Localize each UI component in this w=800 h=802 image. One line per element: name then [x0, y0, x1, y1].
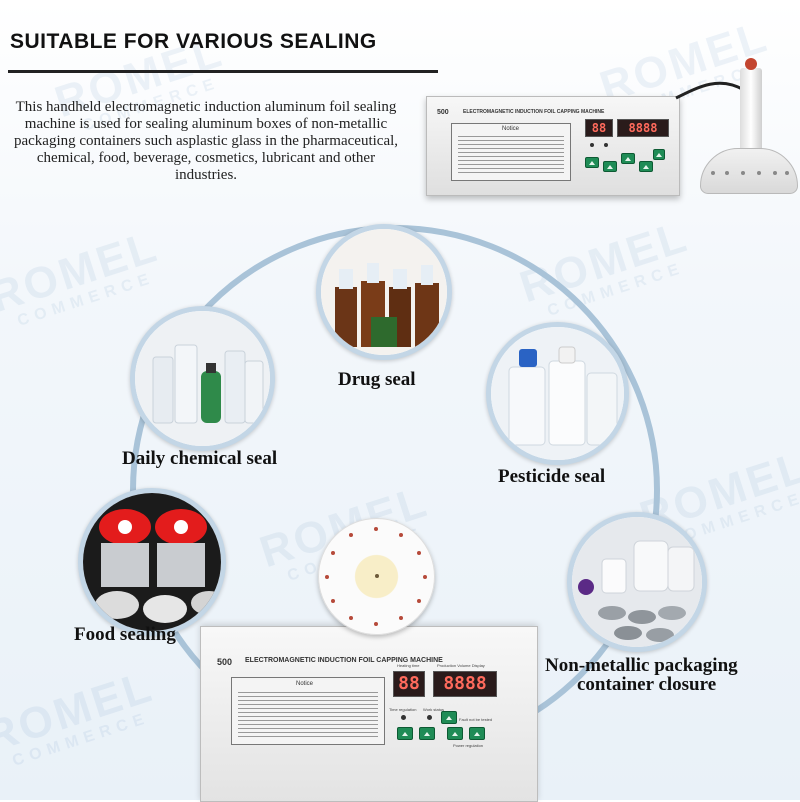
non-metallic-container-image [567, 512, 707, 652]
status-led [604, 143, 608, 147]
non-metallic-label-line2: container closure [577, 674, 717, 695]
machine-title: ELECTROMAGNETIC INDUCTION FOIL CAPPING M… [245, 657, 443, 664]
notice-title: Notice [296, 681, 314, 687]
description-text: This handheld electromagnetic induction … [13, 99, 399, 183]
time-down-button[interactable] [603, 161, 617, 172]
induction-head-handle [740, 68, 762, 158]
work-status-label: Work status [423, 707, 445, 712]
food-sealing-label: Food sealing [74, 624, 176, 645]
notice-panel: Notice [451, 123, 571, 181]
time-display: 88 [393, 671, 425, 697]
sealing-machine-bottom: 500 ELECTROMAGNETIC INDUCTION FOIL CAPPI… [200, 626, 538, 802]
notice-title: Notice [502, 126, 520, 132]
status-led [427, 715, 432, 720]
production-display-label: Production Volume Display [437, 663, 485, 668]
title-underline [8, 70, 438, 73]
power-regulation-label: Power regulation [453, 743, 484, 748]
power-up-button[interactable] [621, 153, 635, 164]
time-display: 88 [585, 119, 613, 137]
start-button[interactable] [653, 149, 665, 160]
power-up-button[interactable] [447, 727, 463, 740]
page-title: SUITABLE FOR VARIOUS SEALING [10, 30, 377, 53]
status-led [590, 143, 594, 147]
machine-title: ELECTROMAGNETIC INDUCTION FOIL CAPPING M… [463, 109, 605, 115]
power-down-button[interactable] [469, 727, 485, 740]
status-led [401, 715, 406, 720]
time-up-button[interactable] [397, 727, 413, 740]
machine-model: 500 [437, 109, 449, 116]
counter-display: 8888 [433, 671, 497, 697]
machine-model: 500 [217, 657, 233, 667]
drug-seal-label: Drug seal [338, 369, 416, 390]
induction-head-indicator [745, 58, 757, 70]
counter-display: 8888 [617, 119, 669, 137]
daily-chemical-image [130, 306, 275, 451]
fault-label: Fault not be tested [459, 717, 493, 722]
power-down-button[interactable] [639, 161, 653, 172]
start-button[interactable] [441, 711, 457, 724]
sealing-machine-top: 500 ELECTROMAGNETIC INDUCTION FOIL CAPPI… [426, 96, 680, 196]
daily-chemical-label: Daily chemical seal [122, 448, 278, 469]
food-sealing-image [78, 488, 226, 636]
heating-time-label: Heating time [397, 663, 420, 668]
induction-coil-disc [318, 518, 435, 635]
non-metallic-label-line1: Non-metallic packaging [545, 655, 738, 676]
time-regulation-label: Time regulation [389, 707, 417, 712]
time-up-button[interactable] [585, 157, 599, 168]
notice-panel: Notice [231, 677, 385, 745]
drug-seal-image [316, 224, 452, 360]
pesticide-seal-image [486, 322, 629, 465]
pesticide-seal-label: Pesticide seal [498, 466, 606, 487]
time-down-button[interactable] [419, 727, 435, 740]
